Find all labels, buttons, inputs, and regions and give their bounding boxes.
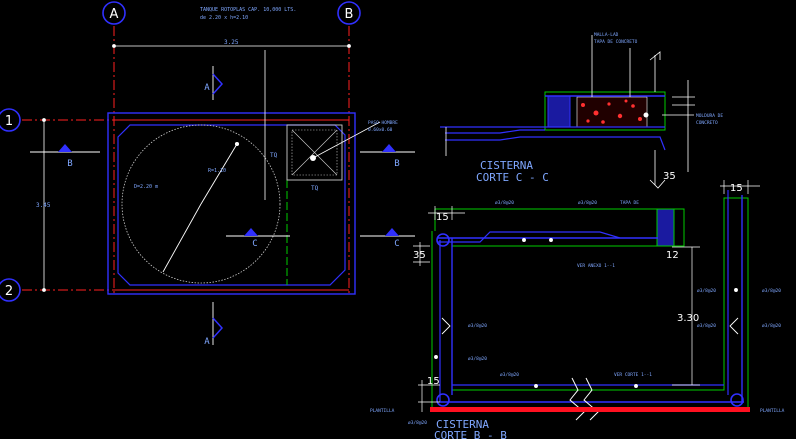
- plan-height-dimension: [42, 118, 46, 292]
- malla-label-1: MALLA-LAD: [594, 32, 619, 38]
- cut-markers: [30, 66, 415, 345]
- cut-label-c-right: C: [394, 239, 399, 249]
- plan-width-dimension: [112, 44, 351, 48]
- bar-wall-right-3: ø3/8@20: [697, 323, 716, 329]
- b-b-dim-330: 3.30: [677, 313, 699, 324]
- cut-label-c-left: C: [252, 239, 257, 249]
- moldura-label-1: MOLDURA DE: [696, 113, 723, 119]
- tank-note-line-1: TANQUE ROTOPLAS CAP. 10,000 LTS.: [200, 7, 296, 13]
- bar-base: ø3/8@20: [408, 420, 427, 426]
- bar-wall-left-2: ø3/8@20: [468, 356, 487, 362]
- c-c-dim-35: 35: [663, 171, 676, 182]
- moldura-label-2: CONCRETO: [696, 120, 718, 126]
- axis-label-2: 2: [5, 284, 13, 299]
- ver-anexo-label: VER ANEXO 1--1: [577, 263, 615, 269]
- section-b-b-title-1: CISTERNA: [436, 418, 489, 431]
- concrete-aggregate: [581, 99, 642, 124]
- malla-label-2: TAPA DE CONCRETO: [594, 39, 638, 45]
- bar-bottom: ø3/8@20: [500, 372, 519, 378]
- bar-top-1: ø3/8@20: [495, 200, 514, 206]
- tank-radius-label: R=1.10: [208, 168, 226, 174]
- axis-bubbles: [0, 1, 361, 302]
- tapa-label: TAPA DE: [620, 200, 639, 206]
- bar-wall-right-2: ø3/8@20: [762, 288, 781, 294]
- b-b-dim-12: 12: [666, 250, 679, 261]
- tank-diameter-label: D=2.20 m: [134, 184, 158, 190]
- manhole: [286, 121, 381, 181]
- plantilla-label-right: PLANTILLA: [760, 408, 785, 414]
- axis-label-a: A: [110, 7, 119, 22]
- manhole-label-2: 0.60x0.60: [368, 127, 393, 133]
- cut-label-a-top: A: [204, 83, 210, 93]
- tank-radius-lines: [162, 141, 240, 273]
- section-c-c-title-1: CISTERNA: [480, 159, 533, 172]
- axis-label-b: B: [345, 7, 354, 22]
- bar-top-2: ø3/8@20: [578, 200, 597, 206]
- b-b-dim-35: 35: [413, 250, 426, 261]
- bar-wall-left-1: ø3/8@20: [468, 323, 487, 329]
- b-b-dim-15-bottom: 15: [427, 376, 440, 387]
- b-b-dim-15-top: 15: [436, 212, 449, 223]
- rebar-marks: [434, 238, 739, 388]
- cut-label-b-left: B: [67, 159, 72, 169]
- section-c-c-title-2: CORTE C - C: [476, 171, 549, 184]
- cistern-plan-walls: [107, 112, 356, 295]
- bar-wall-right-1: ø3/8@20: [697, 288, 716, 294]
- tank-note-line-2: de 2.20 x h=2.10: [200, 15, 248, 21]
- tq-label: TQ: [270, 152, 278, 159]
- plan-width-label: 3.25: [224, 39, 239, 46]
- plantilla-label-left: PLANTILLA: [370, 408, 395, 414]
- b-b-dim-15-right: 15: [730, 183, 743, 194]
- manhole-label-1: PASO HOMBRE: [368, 120, 398, 126]
- tq-label-2: TQ: [311, 185, 319, 192]
- cut-label-a-bottom: A: [204, 337, 210, 347]
- plan-height-label: 3.45: [36, 202, 51, 209]
- section-c-c: [440, 35, 695, 189]
- tank-circle: [121, 124, 281, 284]
- cut-label-b-right: B: [394, 159, 399, 169]
- section-b-b-title-2: CORTE B - B: [434, 429, 507, 439]
- ver-corte-label: VER CORTE 1--1: [614, 372, 652, 378]
- plantilla-slab: [430, 407, 750, 412]
- section-b-b: [413, 180, 760, 421]
- c-c-anchor: [643, 112, 649, 118]
- axis-label-1: 1: [5, 114, 13, 129]
- bar-wall-right-4: ø3/8@20: [762, 323, 781, 329]
